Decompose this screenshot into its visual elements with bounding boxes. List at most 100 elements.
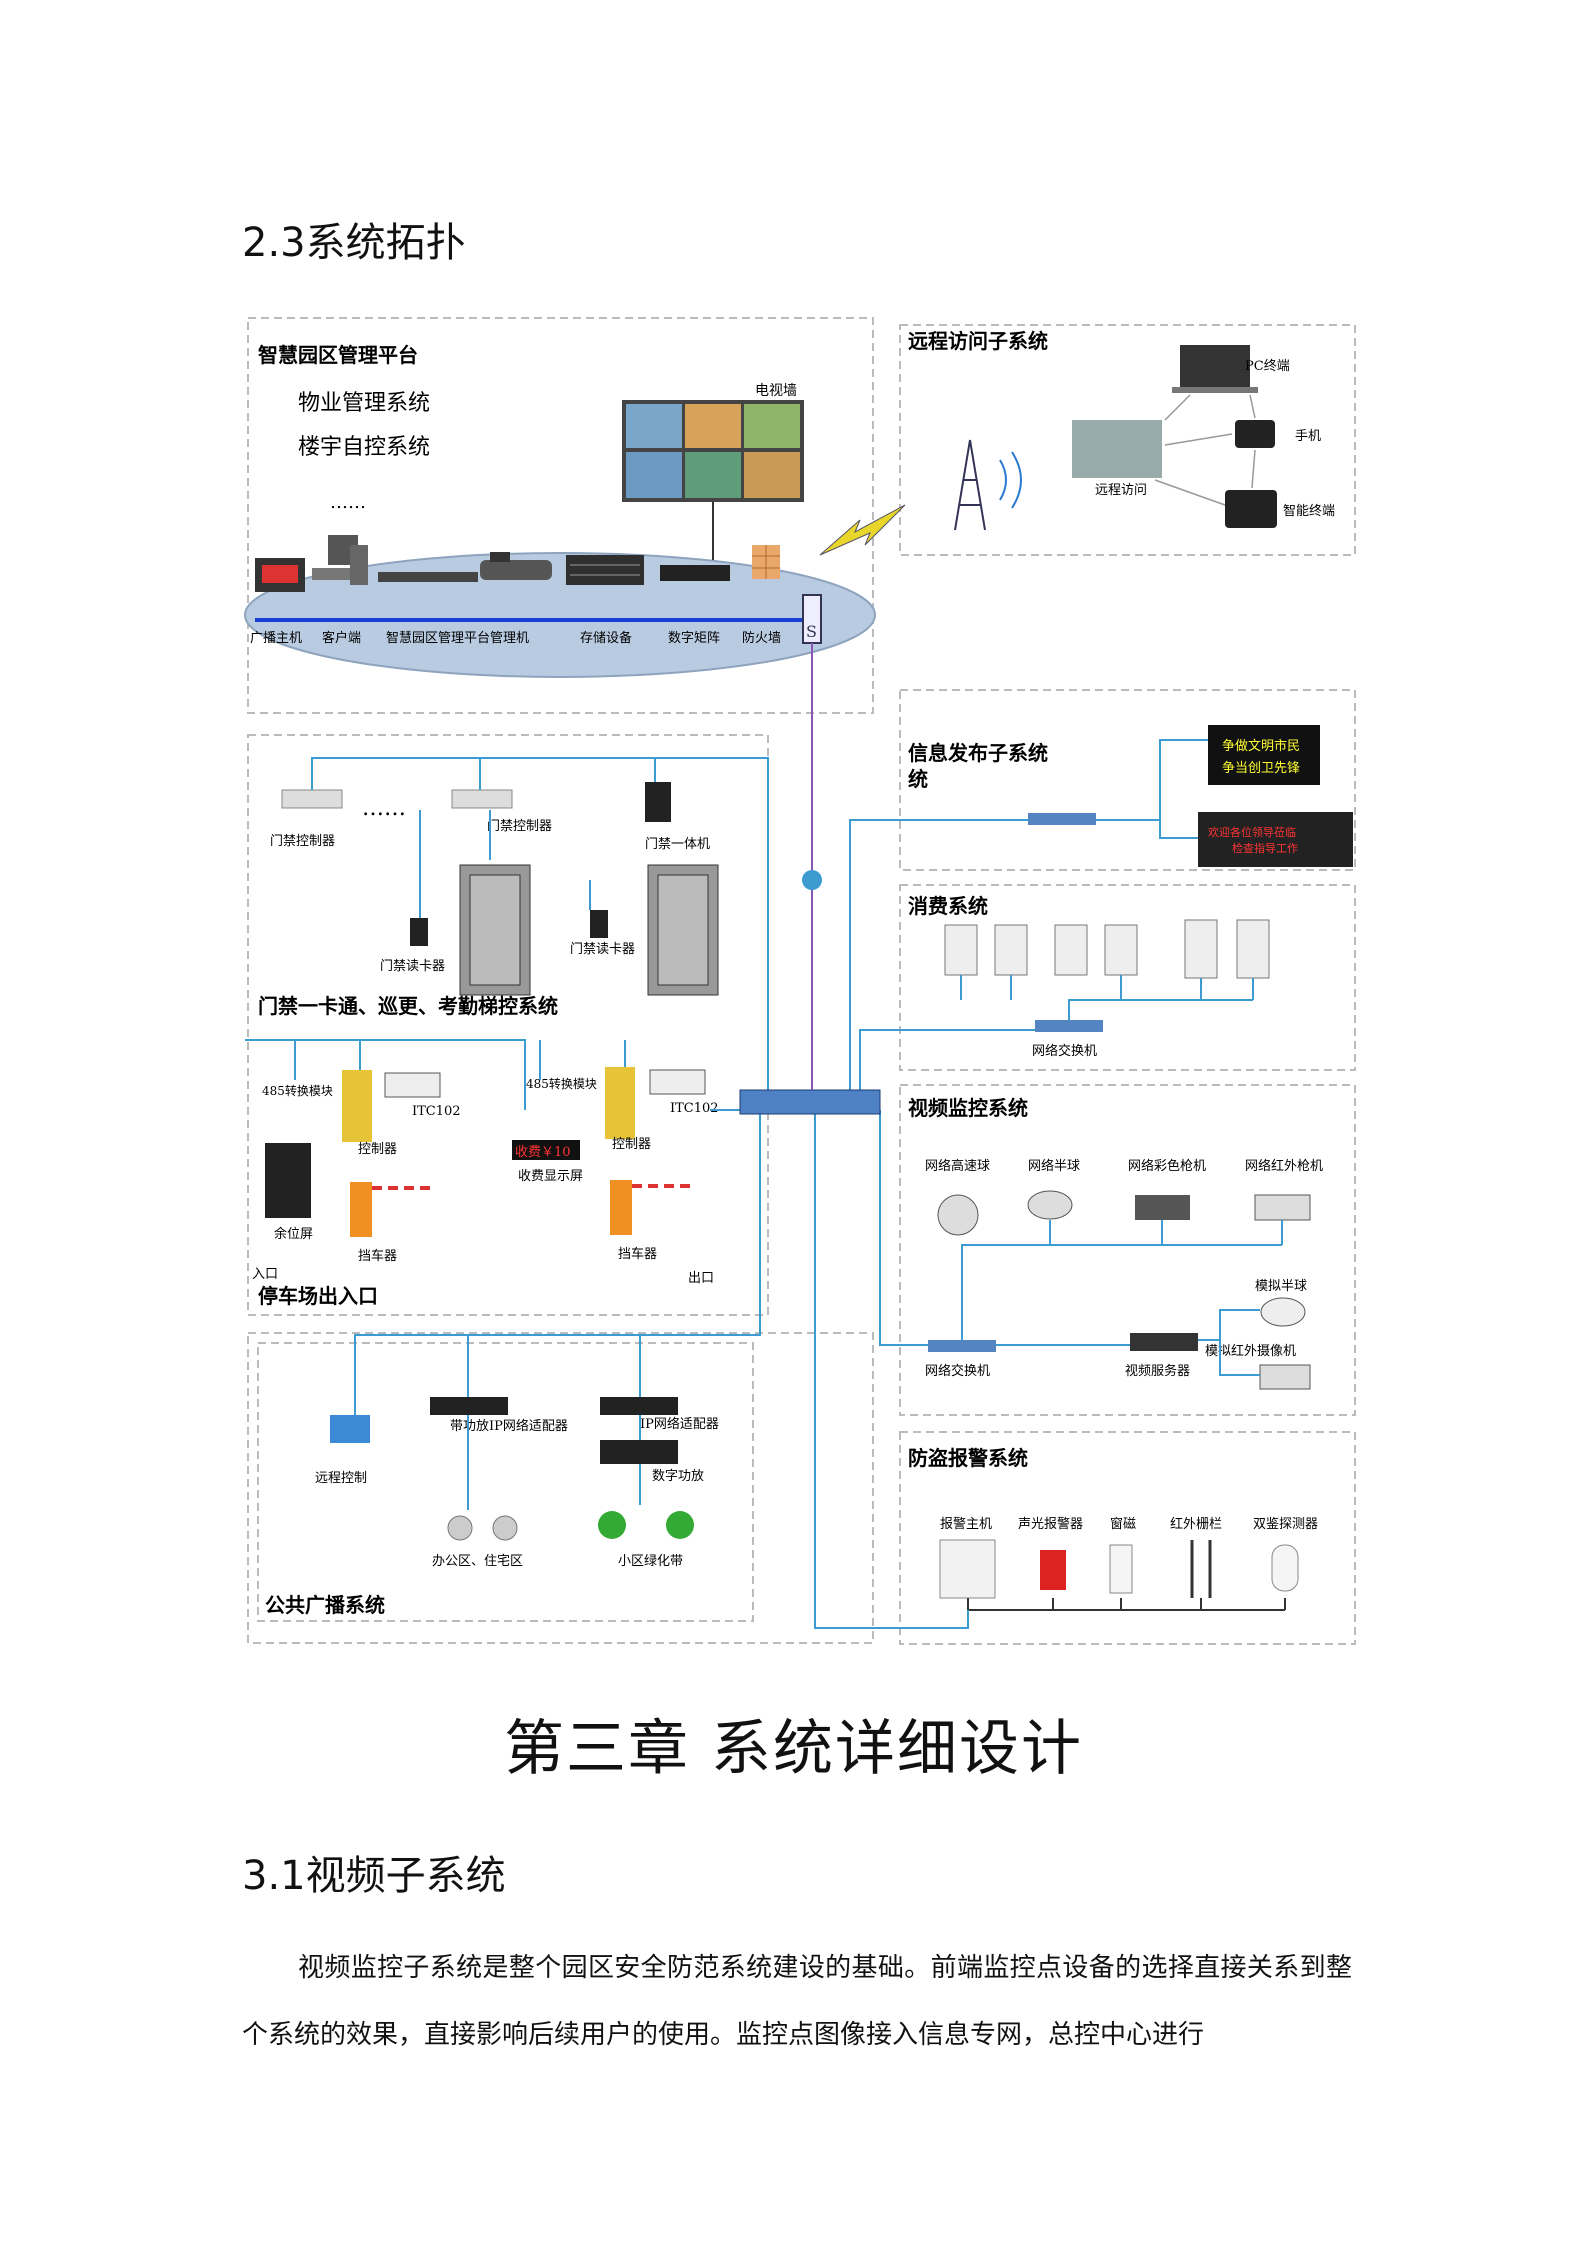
alarm-label-4: 红外栅栏 [1170, 1516, 1222, 1532]
alarm-host-icon [939, 1539, 996, 1599]
itc-left-icon [384, 1072, 441, 1098]
ip-adapter-icon [600, 1397, 678, 1415]
frame-info [899, 689, 1356, 871]
cam-label-1: 网络高速球 [925, 1158, 990, 1174]
led-screen-1 [1208, 725, 1320, 785]
system-topology-diagram: 智慧园区管理平台 物业管理系统 楼宇自控系统 …… 电视墙 S 广播主机 客户端… [244, 317, 1356, 1645]
platform-line-2: 楼宇自控系统 [298, 435, 430, 460]
reader-1-icon [410, 918, 428, 946]
video-switch-label: 网络交换机 [925, 1363, 990, 1379]
access-dots: …… [362, 796, 406, 821]
ir-bullet-icon [1254, 1194, 1311, 1221]
itc-right-label: ITC102 [670, 1101, 719, 1116]
section-heading-topology: 2.3系统拓扑 [242, 220, 466, 266]
tablet-icon [1225, 490, 1277, 528]
device-label-2: 客户端 [322, 630, 361, 646]
space-screen-icon [265, 1143, 311, 1218]
ceiling-speaker-2-icon [492, 1515, 518, 1541]
device-label-3: 智慧园区管理平台 [386, 630, 490, 646]
phone-icon [1235, 420, 1275, 448]
svg-text:S: S [806, 622, 817, 641]
access-controller-2-label: 门禁控制器 [487, 819, 552, 834]
itc-right-icon [649, 1069, 706, 1095]
controller-left-label: 控制器 [358, 1142, 397, 1157]
fee-led-text: 收费￥10 [515, 1145, 571, 1160]
frame-video [899, 1084, 1356, 1416]
color-bullet-icon [1135, 1195, 1190, 1220]
platform-server-icon [378, 572, 478, 582]
broadcast-title: 公共广播系统 [265, 1593, 385, 1617]
analog-ir-icon [1259, 1364, 1311, 1390]
door-2-icon [647, 864, 719, 996]
phone-label: 手机 [1295, 429, 1321, 444]
barrier-left-label: 挡车器 [358, 1248, 397, 1264]
led1-line1: 争做文明市民 [1222, 738, 1300, 754]
module485-right-label: 485转换模块 [526, 1076, 597, 1091]
access-controller-1-icon [281, 789, 343, 809]
storage-device-icon [566, 555, 644, 585]
sound-light-alarm-icon [1040, 1550, 1066, 1590]
analog-dome-label: 模拟半球 [1255, 1279, 1307, 1294]
access-allinone-label: 门禁一体机 [645, 837, 710, 852]
access-controller-1-label: 门禁控制器 [270, 834, 335, 849]
analog-dome-icon [1260, 1297, 1306, 1327]
led1-line2: 争当创卫先锋 [1222, 761, 1300, 776]
video-title: 视频监控系统 [908, 1096, 1028, 1120]
cam-label-3: 网络彩色枪机 [1128, 1158, 1206, 1174]
remote-access-photo-icon [1072, 420, 1162, 478]
exit-label: 出口 [688, 1271, 714, 1286]
ir-fence-icon [1190, 1540, 1212, 1598]
body-paragraph: 视频监控子系统是整个园区安全防范系统建设的基础。前端监控点设备的选择直接关系到整… [242, 1935, 1352, 2069]
wireless-link-icon [819, 504, 906, 556]
info-title: 信息发布子系统 [908, 741, 1048, 765]
remote-control-pc-icon [330, 1415, 370, 1443]
platform-line-3: …… [330, 492, 366, 513]
entry-label: 入口 [252, 1267, 278, 1282]
video-server-icon [1130, 1333, 1198, 1351]
video-server-label: 视频服务器 [1125, 1363, 1190, 1379]
device-label-6: 数字矩阵 [668, 631, 720, 646]
remote-control-label: 远程控制 [315, 1471, 367, 1486]
platform-ellipse [244, 552, 876, 678]
tower-icon [954, 439, 1022, 531]
fee-led-icon [512, 1140, 580, 1160]
info-title-2: 统 [908, 767, 928, 791]
led2-line1: 欢迎各位领导莅临 [1208, 825, 1296, 839]
access-title: 门禁一卡通、巡更、考勤梯控系统 [258, 994, 558, 1018]
client-pc-icon [312, 535, 368, 585]
access-controller-2-icon [451, 789, 513, 809]
green-label: 小区绿化带 [618, 1554, 683, 1569]
frame-platform [247, 317, 874, 714]
digital-amp-icon [600, 1440, 678, 1464]
module485-left-label: 485转换模块 [262, 1083, 333, 1098]
barrier-left-icon [350, 1182, 435, 1237]
digital-amp-label: 数字功放 [652, 1469, 704, 1484]
tv-wall-label: 电视墙 [755, 383, 797, 399]
amp-ip-adapter-label: 带功放IP网络适配器 [450, 1418, 568, 1434]
remote-access-label: 远程访问 [1095, 483, 1147, 498]
window-magnet-icon [1109, 1544, 1133, 1594]
led2-line2: 检查指导工作 [1232, 841, 1298, 855]
management-machine-icon [480, 552, 552, 580]
cam-label-2: 网络半球 [1028, 1158, 1080, 1174]
access-allinone-icon [645, 782, 671, 822]
ip-adapter-label: IP网络适配器 [640, 1416, 719, 1432]
controller-right-icon [605, 1067, 635, 1139]
itc-left-label: ITC102 [412, 1104, 461, 1119]
info-switch-icon [1028, 813, 1096, 825]
speed-dome-icon [937, 1194, 979, 1236]
cam-label-4: 网络红外枪机 [1245, 1158, 1323, 1174]
frame-broadcast-inner [257, 1342, 754, 1622]
firewall-icon [752, 545, 780, 579]
barrier-right-label: 挡车器 [618, 1246, 657, 1262]
device-label-7: 防火墙 [742, 630, 781, 646]
parking-title: 停车场出入口 [258, 1284, 378, 1308]
core-switch-icon [739, 1089, 881, 1115]
reader-2-label: 门禁读卡器 [570, 942, 635, 957]
alarm-label-5: 双鉴探测器 [1253, 1517, 1318, 1532]
device-label-1: 广播主机 [250, 631, 302, 646]
laptop-icon [1172, 345, 1258, 393]
broadcast-host-icon [255, 558, 305, 592]
consume-title: 消费系统 [908, 894, 988, 918]
section-heading-video: 3.1视频子系统 [242, 1853, 506, 1899]
